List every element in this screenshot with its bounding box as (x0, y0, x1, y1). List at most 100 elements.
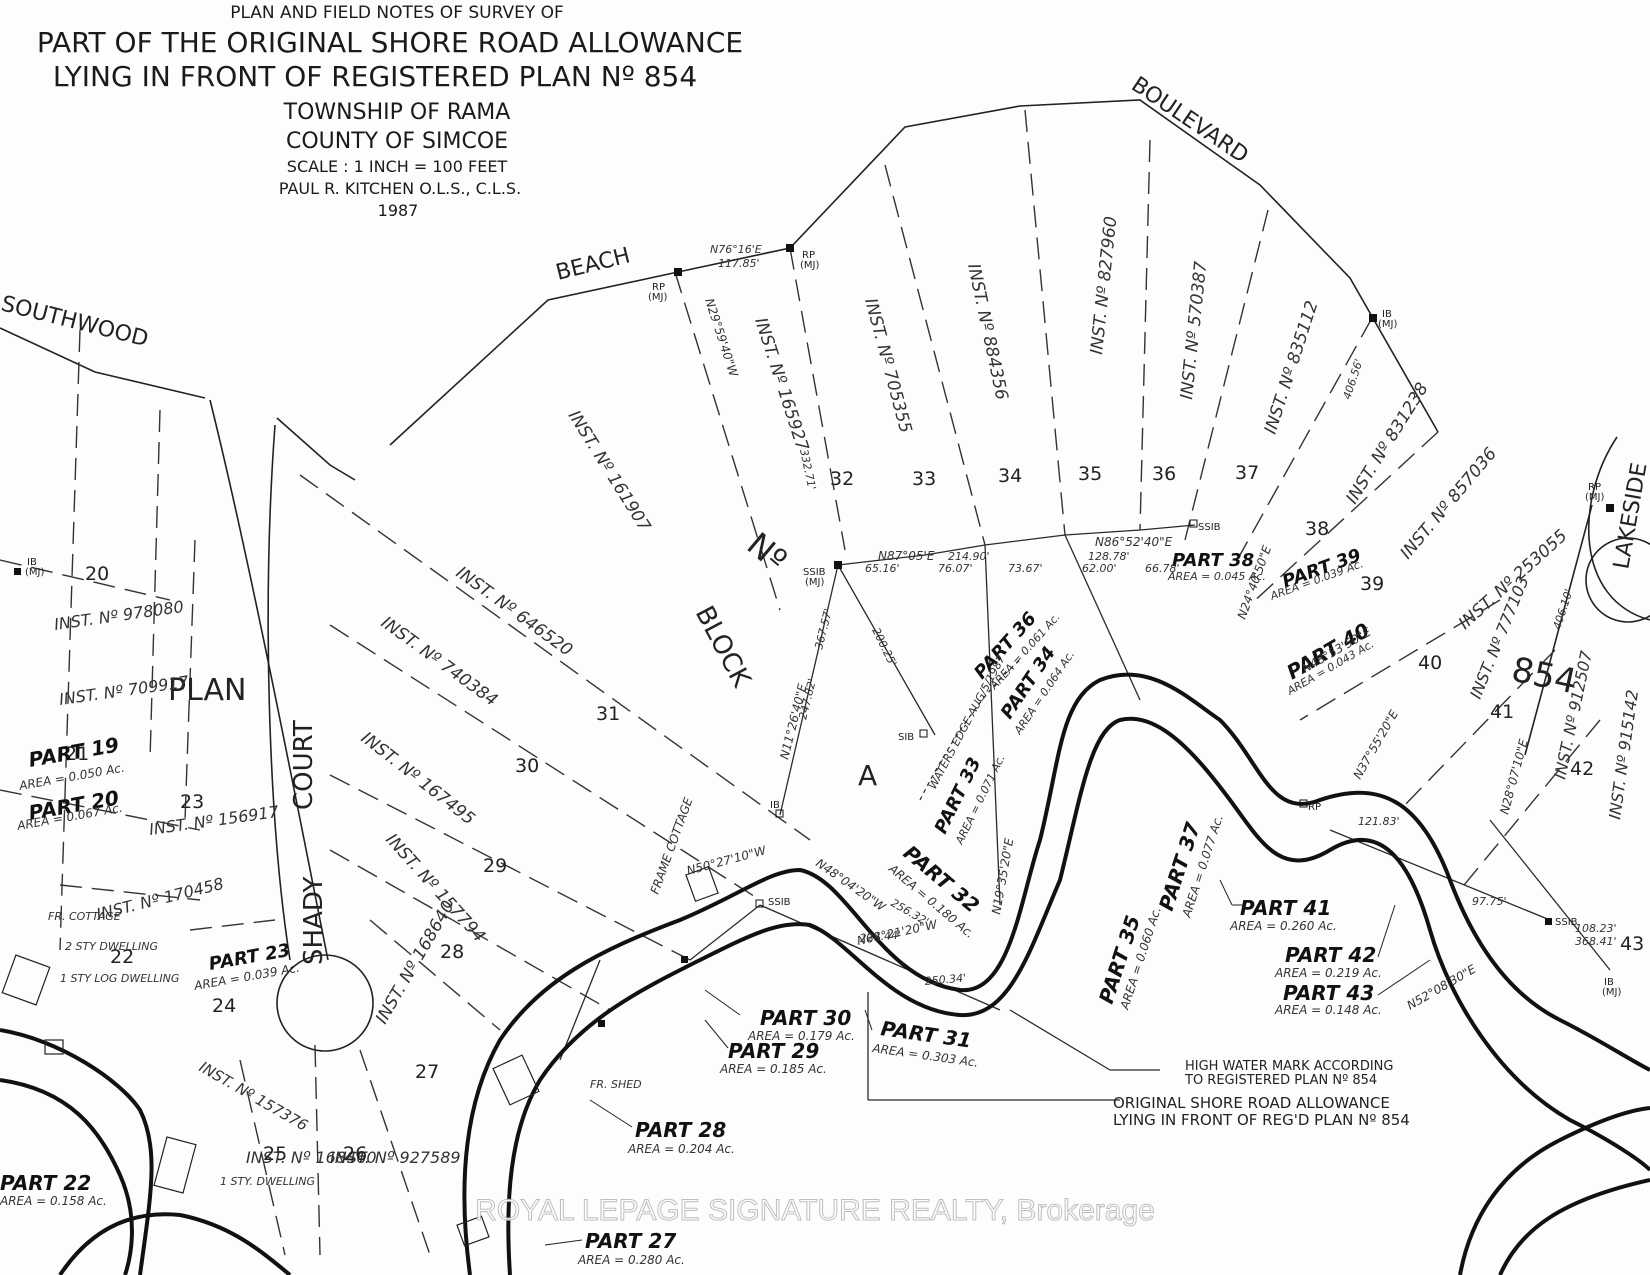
marker-label: RP (652, 282, 665, 293)
street-labels: BEACH BOULEVARD SOUTHWOOD SHADY COURT PL… (0, 72, 1650, 965)
marker-label: SIB (898, 732, 914, 743)
shady-court-cul-de-sac (276, 954, 374, 1052)
fr-cottage-building (44, 1039, 64, 1055)
lakeside-court-edge (1587, 436, 1650, 621)
marker-label: IB (27, 557, 37, 568)
lot-number: 25 (263, 1143, 287, 1165)
part-label: PART 28 (635, 1118, 726, 1142)
marker-label: (MJ) (1378, 319, 1397, 330)
osra-note-line1: ORIGINAL SHORE ROAD ALLOWANCE (1113, 1094, 1390, 1112)
log-dwelling-note: 1 STY LOG DWELLING (60, 972, 179, 985)
street-beach: BEACH (553, 243, 632, 286)
lot-number: 41 (1490, 701, 1514, 723)
sib-marker (919, 729, 928, 738)
lakeside-lot-line (1524, 504, 1593, 756)
inst-label: INST. Nº 705355 (860, 296, 915, 435)
marker-label: SSIB (768, 897, 791, 908)
part-area: AREA = 0.148 Ac. (1274, 1003, 1382, 1017)
title-line-1: PLAN AND FIELD NOTES OF SURVEY OF (230, 3, 564, 23)
block-no-label: Nº (740, 525, 794, 579)
lot-number: 39 (1360, 573, 1384, 595)
part-area: AREA = 0.204 Ac. (627, 1142, 735, 1156)
distance-label: 406.10' (1550, 587, 1575, 631)
part-label: PART 43 (1283, 981, 1374, 1005)
part-area: AREA = 0.045 Ac. (1167, 570, 1266, 583)
watermark-text: ROYAL LEPAGE SIGNATURE REALTY, Brokerage (475, 1194, 1155, 1227)
marker-label: RP (1588, 482, 1601, 493)
lot-number: 36 (1152, 463, 1176, 485)
inst-label: INST. Nº 161907 (564, 407, 655, 535)
shady-court-west-edge (267, 424, 291, 961)
inst-label: INST. Nº 646520 (452, 563, 576, 661)
part-area: AREA = 0.158 Ac. (0, 1194, 107, 1208)
lot-lines (0, 109, 1601, 1256)
notes: HIGH WATER MARK ACCORDING TO REGISTERED … (48, 653, 1410, 1188)
marker-label: IB (1604, 977, 1614, 988)
distance-label: 62.00' (1082, 562, 1117, 575)
distance-label: 214.90' (948, 550, 990, 563)
shoreline-main-inner (506, 716, 1650, 1275)
lot-number: 38 (1305, 518, 1329, 540)
frame-cottage-building-3 (456, 1215, 490, 1247)
shoreline-west-2 (0, 1078, 134, 1275)
ssib-marker (755, 899, 764, 908)
inst-label: INST. Nº 915142 (1605, 689, 1642, 821)
marker-label: SSIB (1198, 522, 1221, 533)
block-label: BLOCK (689, 601, 757, 693)
marker-label: (MJ) (1585, 492, 1604, 503)
lot-number: 40 (1418, 652, 1442, 674)
lot-number: 43 (1620, 933, 1644, 955)
part-area: AREA = 0.179 Ac. (747, 1029, 855, 1043)
distance-label: 117.85' (718, 257, 760, 270)
lot-number: 27 (415, 1061, 439, 1083)
part-label: PART 29 (728, 1039, 819, 1063)
street-boulevard: BOULEVARD (1127, 72, 1253, 168)
rp-marker (786, 244, 794, 252)
part-area: AREA = 0.219 Ac. (1274, 966, 1382, 980)
lot-number: 34 (998, 465, 1022, 487)
distance-label: 128.78' (1088, 550, 1130, 563)
fr-cottage-note: FR. COTTAGE (48, 910, 121, 923)
inst-label: INST. Nº 978080 (53, 597, 185, 634)
bearing-label: N48°04'20"W (813, 856, 889, 915)
lot-number: 29 (483, 855, 507, 877)
hwm-note-line1: HIGH WATER MARK ACCORDING (1185, 1059, 1393, 1074)
distance-label: 65.16' (865, 562, 900, 575)
frame-cottage-building-2 (492, 1054, 540, 1106)
bearing-label: N29°59'40"W (702, 297, 741, 380)
dwelling-building (153, 1136, 197, 1194)
part-label: PART 30 (760, 1006, 851, 1030)
lakeside-court-circle (1585, 537, 1650, 623)
distance-label: 250.34' (924, 971, 966, 988)
inst-label: INST. Nº 831238 (1342, 379, 1433, 507)
street-southwood: SOUTHWOOD (0, 292, 151, 353)
ssib-marker (1189, 519, 1198, 528)
lot-number: 37 (1235, 462, 1259, 484)
distance-label: 108.23' (1575, 922, 1617, 935)
rb-marker (598, 1020, 605, 1027)
part-area: AREA = 0.185 Ac. (719, 1062, 827, 1076)
inst-label: INST. Nº 857036 (1397, 444, 1502, 563)
marker-label: SSIB (803, 567, 826, 578)
distance-label: 332.71' (797, 448, 818, 491)
lot-number: 23 (180, 791, 204, 813)
distance-label: 97.75' (1472, 895, 1507, 908)
bearing-label: N50°27'10"W (685, 843, 768, 878)
bearing-label: N87°05'E (878, 549, 935, 563)
lot-number: 42 (1570, 758, 1594, 780)
title-surveyor: PAUL R. KITCHEN O.L.S., C.L.S. (279, 179, 521, 198)
lot-number: 32 (830, 468, 854, 490)
street-shady: SHADY (299, 877, 329, 965)
title-year: 1987 (378, 201, 419, 220)
street-court: COURT (289, 720, 319, 810)
shoreline-main-outer (462, 672, 1650, 1275)
distance-label: 76.07' (938, 562, 973, 575)
beach-boulevard-boundary (389, 99, 1439, 446)
distance-label: 73.67' (1008, 562, 1043, 575)
inst-label: INST. Nº 884356 (963, 262, 1011, 402)
ssib-marker (834, 561, 842, 569)
marker-label: RP (802, 250, 815, 261)
ssib-marker (1545, 918, 1552, 925)
